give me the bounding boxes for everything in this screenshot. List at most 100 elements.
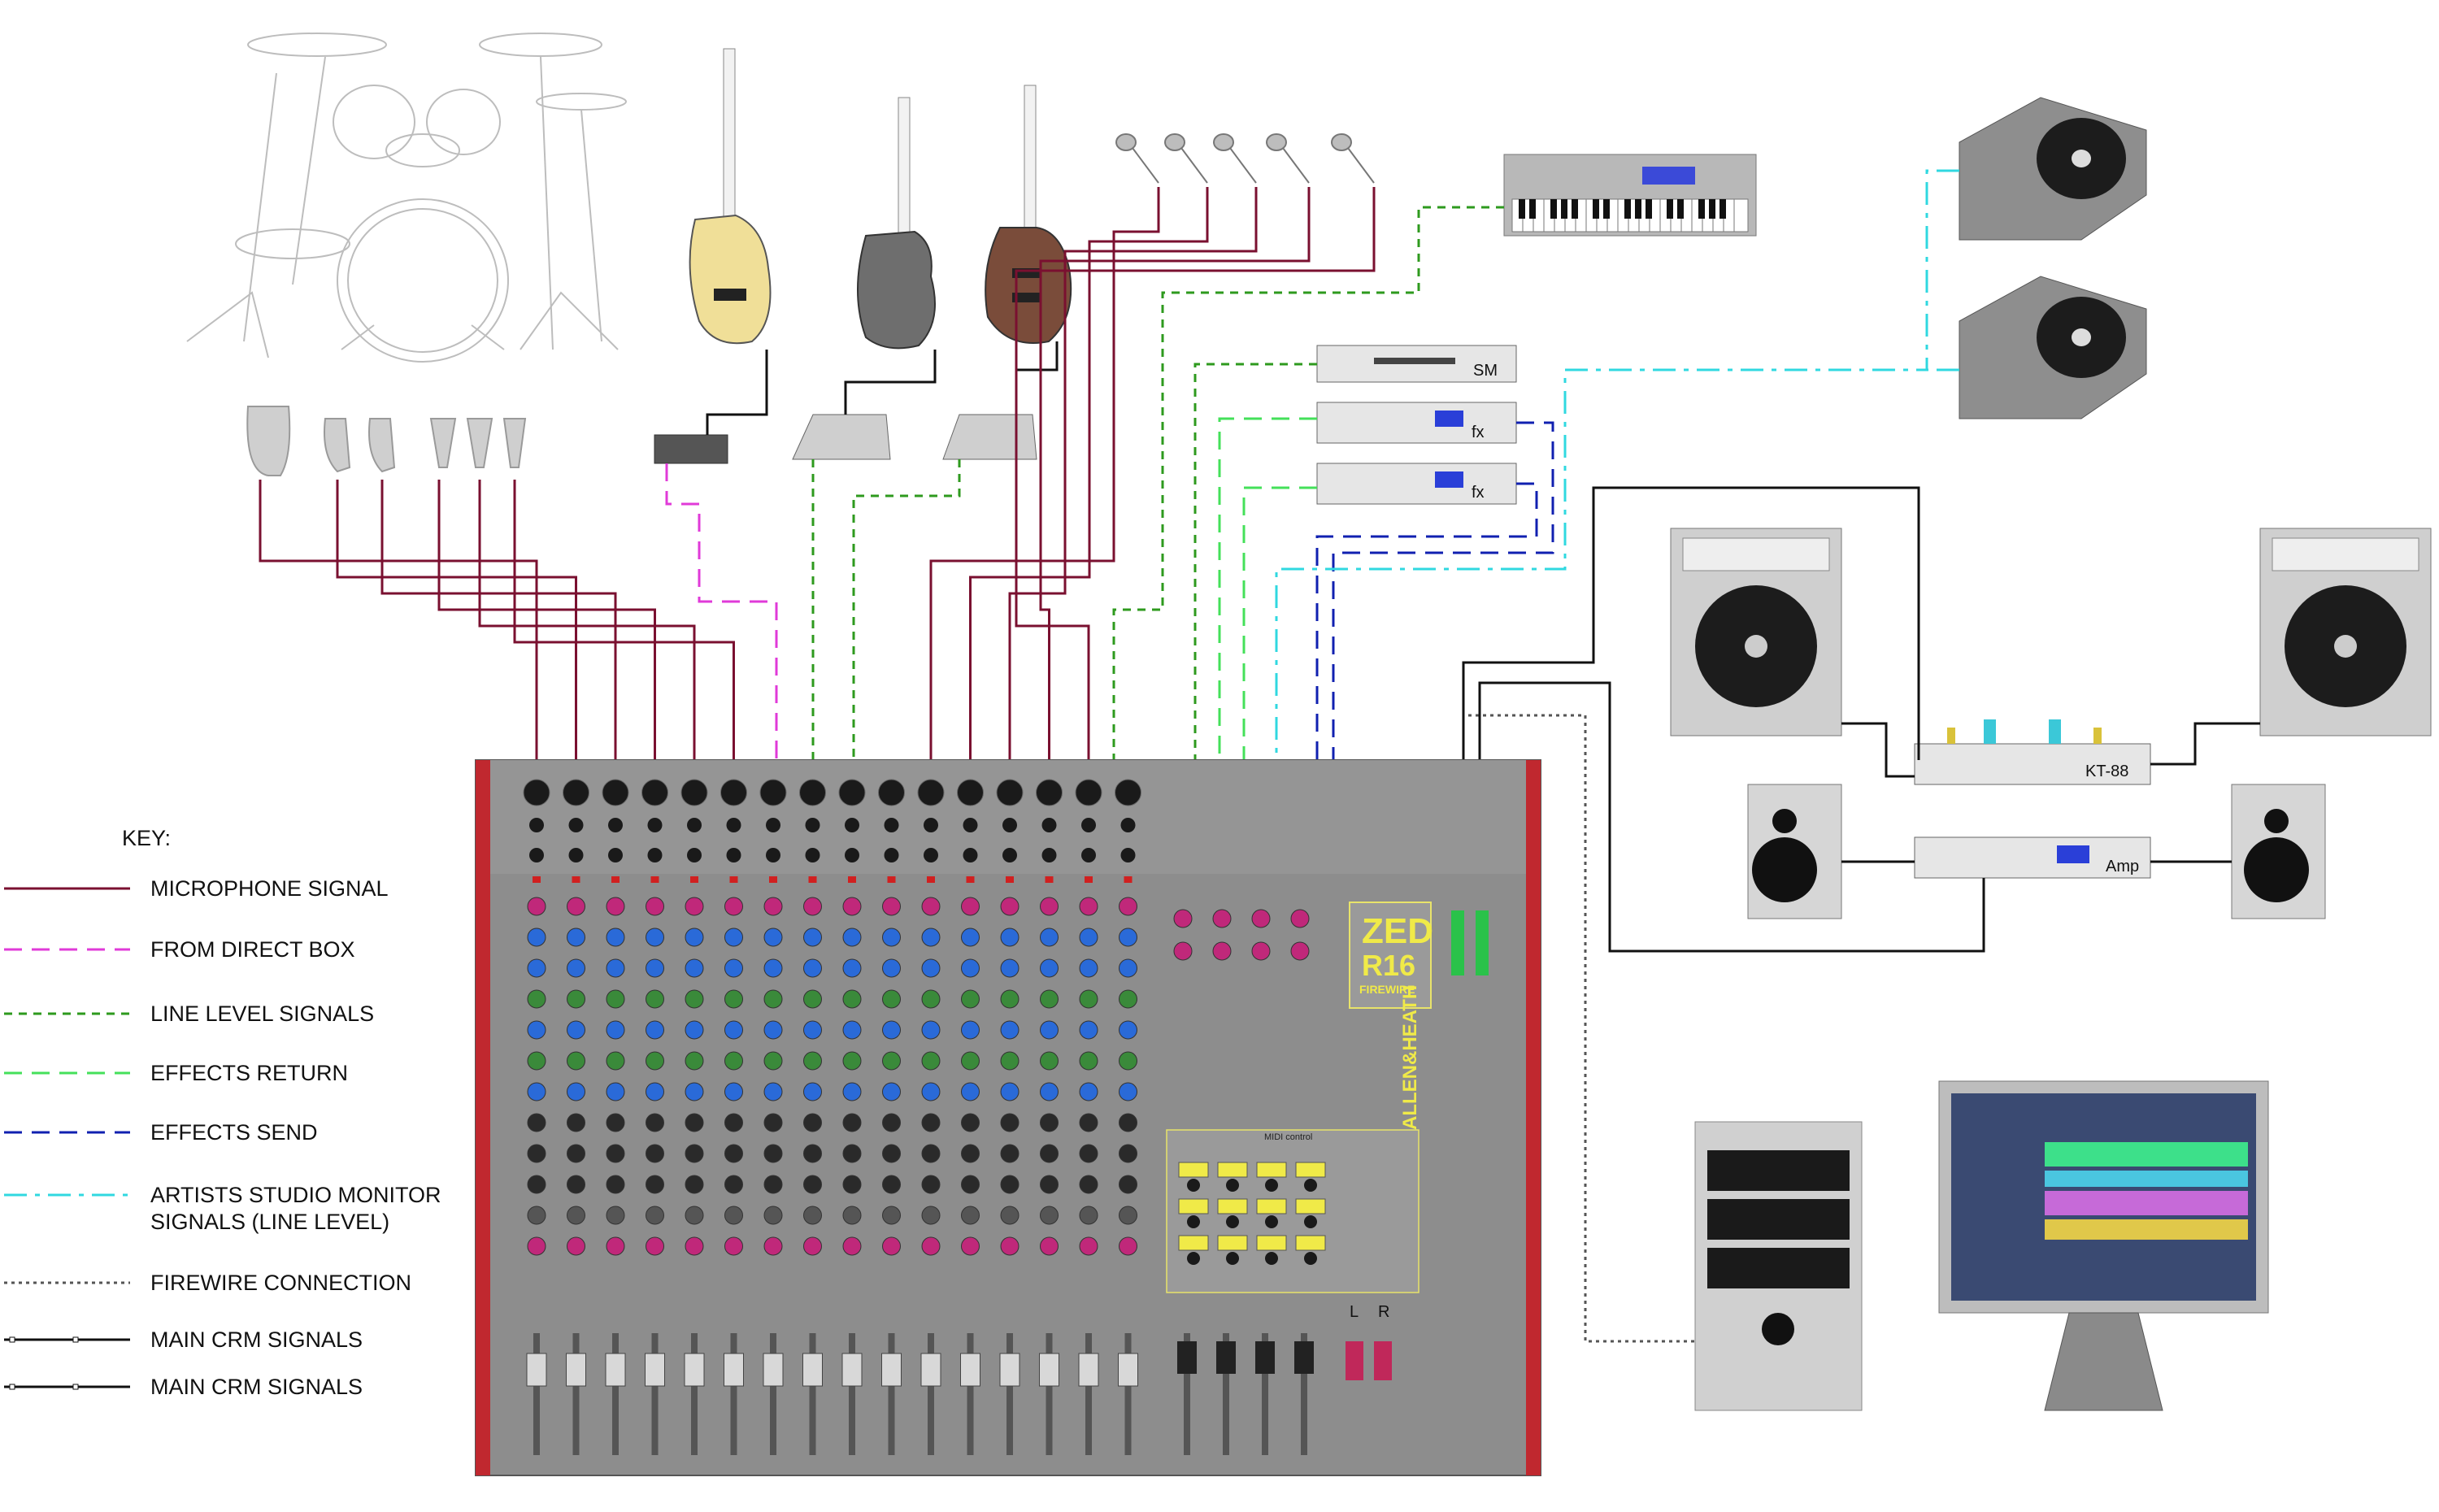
legend-item: EFFECTS SEND: [4, 1120, 318, 1145]
strip-knob: [921, 989, 941, 1009]
strip-knob: [1079, 1206, 1098, 1225]
xlr-input: [759, 779, 787, 806]
midi-pad: [1217, 1235, 1248, 1251]
mic-set-drums: [246, 406, 527, 476]
cable: [665, 463, 778, 780]
strip-knob: [961, 1175, 980, 1194]
fader-cap: [920, 1353, 941, 1387]
insert-jack: [845, 848, 859, 862]
insert-jack: [608, 848, 623, 862]
strip-knob: [606, 1051, 625, 1071]
brand-firewire: FIREWIRE: [1359, 983, 1415, 996]
fader-cap: [645, 1353, 665, 1387]
mixer-right-cheek: [1526, 760, 1541, 1475]
strip-knob: [646, 1051, 664, 1071]
strip-knob: [763, 1051, 783, 1071]
xlr-input: [602, 779, 629, 806]
insert-jack: [884, 848, 899, 862]
strip-knob: [1040, 1236, 1059, 1256]
strip-knob: [567, 1020, 585, 1040]
midi-knob: [1304, 1252, 1317, 1265]
strip-knob: [882, 989, 901, 1009]
group-fader-cap: [1177, 1341, 1197, 1374]
strip-knob: [763, 989, 783, 1009]
strip-knob: [724, 958, 743, 978]
cable: [1478, 681, 1985, 953]
strip-knob: [763, 1082, 783, 1101]
strip-knob: [1079, 1082, 1098, 1101]
line-input: [647, 818, 663, 832]
fader-cap: [999, 1353, 1020, 1387]
legend-marker: [9, 1336, 15, 1343]
brand-maker: ALLEN&HEATH: [1399, 985, 1421, 1130]
strip-knob: [842, 1236, 862, 1256]
strip-knob: [921, 1175, 941, 1194]
legend-label: ARTISTS STUDIO MONITOR: [150, 1183, 441, 1207]
fader-cap: [605, 1353, 626, 1387]
strip-knob: [685, 928, 704, 947]
strip-knob: [882, 897, 901, 916]
strip-knob: [1079, 1051, 1098, 1071]
strip-knob: [685, 1020, 704, 1040]
aux-knob: [1173, 941, 1193, 961]
black-key: [1635, 199, 1641, 219]
strip-knob: [527, 1175, 546, 1194]
strip-knob: [763, 1236, 783, 1256]
fader-cap: [1078, 1353, 1099, 1387]
computer-tower: [1694, 1121, 1863, 1411]
brand-zed: ZED: [1362, 911, 1433, 951]
fader-track: [809, 1333, 816, 1455]
insert-jack: [1120, 848, 1136, 862]
rack-sm-label: SM: [1473, 362, 1498, 380]
strip-knob: [1000, 928, 1020, 947]
strip-knob: [842, 1020, 862, 1040]
strip-knob: [606, 928, 625, 947]
strip-knob: [606, 1236, 625, 1256]
midi-pad: [1217, 1162, 1248, 1178]
insert-jack: [1081, 848, 1096, 862]
keyboard: [1503, 154, 1757, 237]
fader-cap: [526, 1353, 547, 1387]
legend-item: MAIN CRM SIGNALS: [4, 1375, 363, 1399]
strip-knob: [803, 989, 822, 1009]
brand-r16: R16: [1362, 949, 1415, 982]
strip-knob: [1000, 1113, 1020, 1132]
line-input: [845, 818, 859, 832]
fader-track: [967, 1333, 974, 1455]
cable: [1015, 341, 1059, 415]
midi-pad: [1295, 1198, 1326, 1214]
legend-marker: [72, 1336, 79, 1343]
strip-knob: [567, 1113, 585, 1132]
black-key: [1719, 199, 1726, 219]
midi-pad: [1295, 1162, 1326, 1178]
strip-knob: [567, 989, 585, 1009]
line-input: [529, 818, 544, 832]
strip-knob: [1119, 1113, 1137, 1132]
amp-small: Amp: [1914, 836, 2151, 879]
strip-knob: [1040, 958, 1059, 978]
strip-knob: [567, 1051, 585, 1071]
strip-knob: [882, 1051, 901, 1071]
strip-knob: [882, 958, 901, 978]
strip-knob: [921, 928, 941, 947]
aux-knob: [1212, 941, 1232, 961]
strip-knob: [1079, 958, 1098, 978]
strip-knob: [1119, 1175, 1137, 1194]
strip-knob: [685, 1175, 704, 1194]
strip-knob: [646, 1082, 664, 1101]
strip-knob: [567, 958, 585, 978]
strip-knob: [921, 958, 941, 978]
strip-knob: [1000, 1206, 1020, 1225]
midi-knob: [1187, 1215, 1200, 1228]
cable: [1315, 482, 1538, 870]
black-key: [1593, 199, 1599, 219]
strip-knob: [1119, 989, 1137, 1009]
electric-guitar-lespaul: [985, 85, 1072, 344]
legend-item: MICROPHONE SIGNAL: [4, 876, 389, 901]
strip-knob: [842, 897, 862, 916]
strip-knob: [1000, 1082, 1020, 1101]
cable: [1332, 421, 1554, 870]
phantom-led: [769, 876, 777, 883]
vocal-mics: [1115, 133, 1375, 184]
